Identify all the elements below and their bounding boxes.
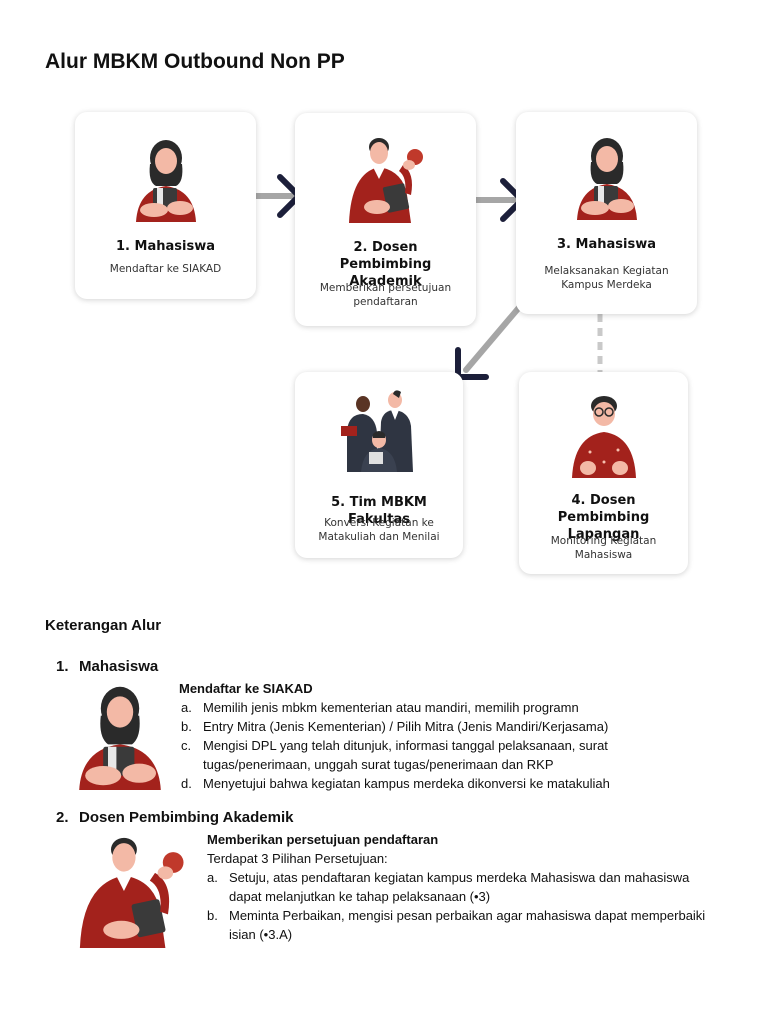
- flow-card-5: 5. Tim MBKM Fakultas Konversi Kegiatan k…: [295, 372, 463, 558]
- card-description: Mendaftar ke SIAKAD: [83, 262, 248, 276]
- card-title: 1. Mahasiswa: [81, 238, 250, 255]
- section-2-list: a.Setuju, atas pendaftaran kegiatan kamp…: [207, 868, 717, 944]
- section-number: 2.: [56, 809, 79, 826]
- flow-card-1: 1. Mahasiswa Mendaftar ke SIAKAD: [75, 112, 256, 299]
- student-female-illustration-icon: [567, 134, 647, 225]
- student-female-illustration-icon: [126, 136, 206, 227]
- flow-card-4: 4. Dosen Pembimbing Lapangan Monitoring …: [519, 372, 688, 574]
- list-item: b.Meminta Perbaikan, mengisi pesan perba…: [207, 906, 717, 944]
- lecturer-apple-illustration-icon: [341, 135, 431, 228]
- section-subtitle: Memberikan persetujuan pendaftaran: [207, 832, 438, 847]
- section-title: Mahasiswa: [79, 658, 158, 675]
- lecturer-glasses-illustration-icon: [564, 392, 644, 483]
- section-subtitle: Mendaftar ke SIAKAD: [179, 681, 313, 696]
- section-title: Dosen Pembimbing Akademik: [79, 809, 294, 826]
- flow-card-2: 2. Dosen Pembimbing Akademik Memberikan …: [295, 113, 476, 326]
- section-number: 1.: [56, 658, 79, 675]
- section-intro: Terdapat 3 Pilihan Persetujuan:: [207, 851, 388, 866]
- student-female-illustration-icon: [72, 680, 168, 797]
- section-1-header: 1.Mahasiswa: [56, 658, 158, 675]
- card-description: Monitoring Kegiatan Mahasiswa: [535, 534, 672, 562]
- list-item: d.Menyetujui bahwa kegiatan kampus merde…: [181, 774, 651, 793]
- lecturer-apple-illustration-icon: [74, 834, 192, 953]
- card-description: Memberikan persetujuan pendaftaran: [313, 281, 458, 309]
- card-title: 3. Mahasiswa: [522, 236, 691, 253]
- card-description: Melaksanakan Kegiatan Kampus Merdeka: [534, 264, 679, 292]
- keterangan-heading: Keterangan Alur: [45, 617, 161, 634]
- list-item: a.Setuju, atas pendaftaran kegiatan kamp…: [207, 868, 717, 906]
- list-item: c.Mengisi DPL yang telah ditunjuk, infor…: [181, 736, 651, 774]
- section-1-list: a.Memilih jenis mbkm kementerian atau ma…: [181, 698, 651, 793]
- list-item: a.Memilih jenis mbkm kementerian atau ma…: [181, 698, 651, 717]
- flow-card-3: 3. Mahasiswa Melaksanakan Kegiatan Kampu…: [516, 112, 697, 314]
- arrow-1-to-2: [252, 177, 299, 215]
- list-item: b.Entry Mitra (Jenis Kementerian) / Pili…: [181, 717, 651, 736]
- section-2-header: 2.Dosen Pembimbing Akademik: [56, 809, 294, 826]
- team-illustration-icon: [339, 386, 419, 477]
- card-description: Konversi Kegiatan ke Matakuliah dan Meni…: [309, 516, 449, 544]
